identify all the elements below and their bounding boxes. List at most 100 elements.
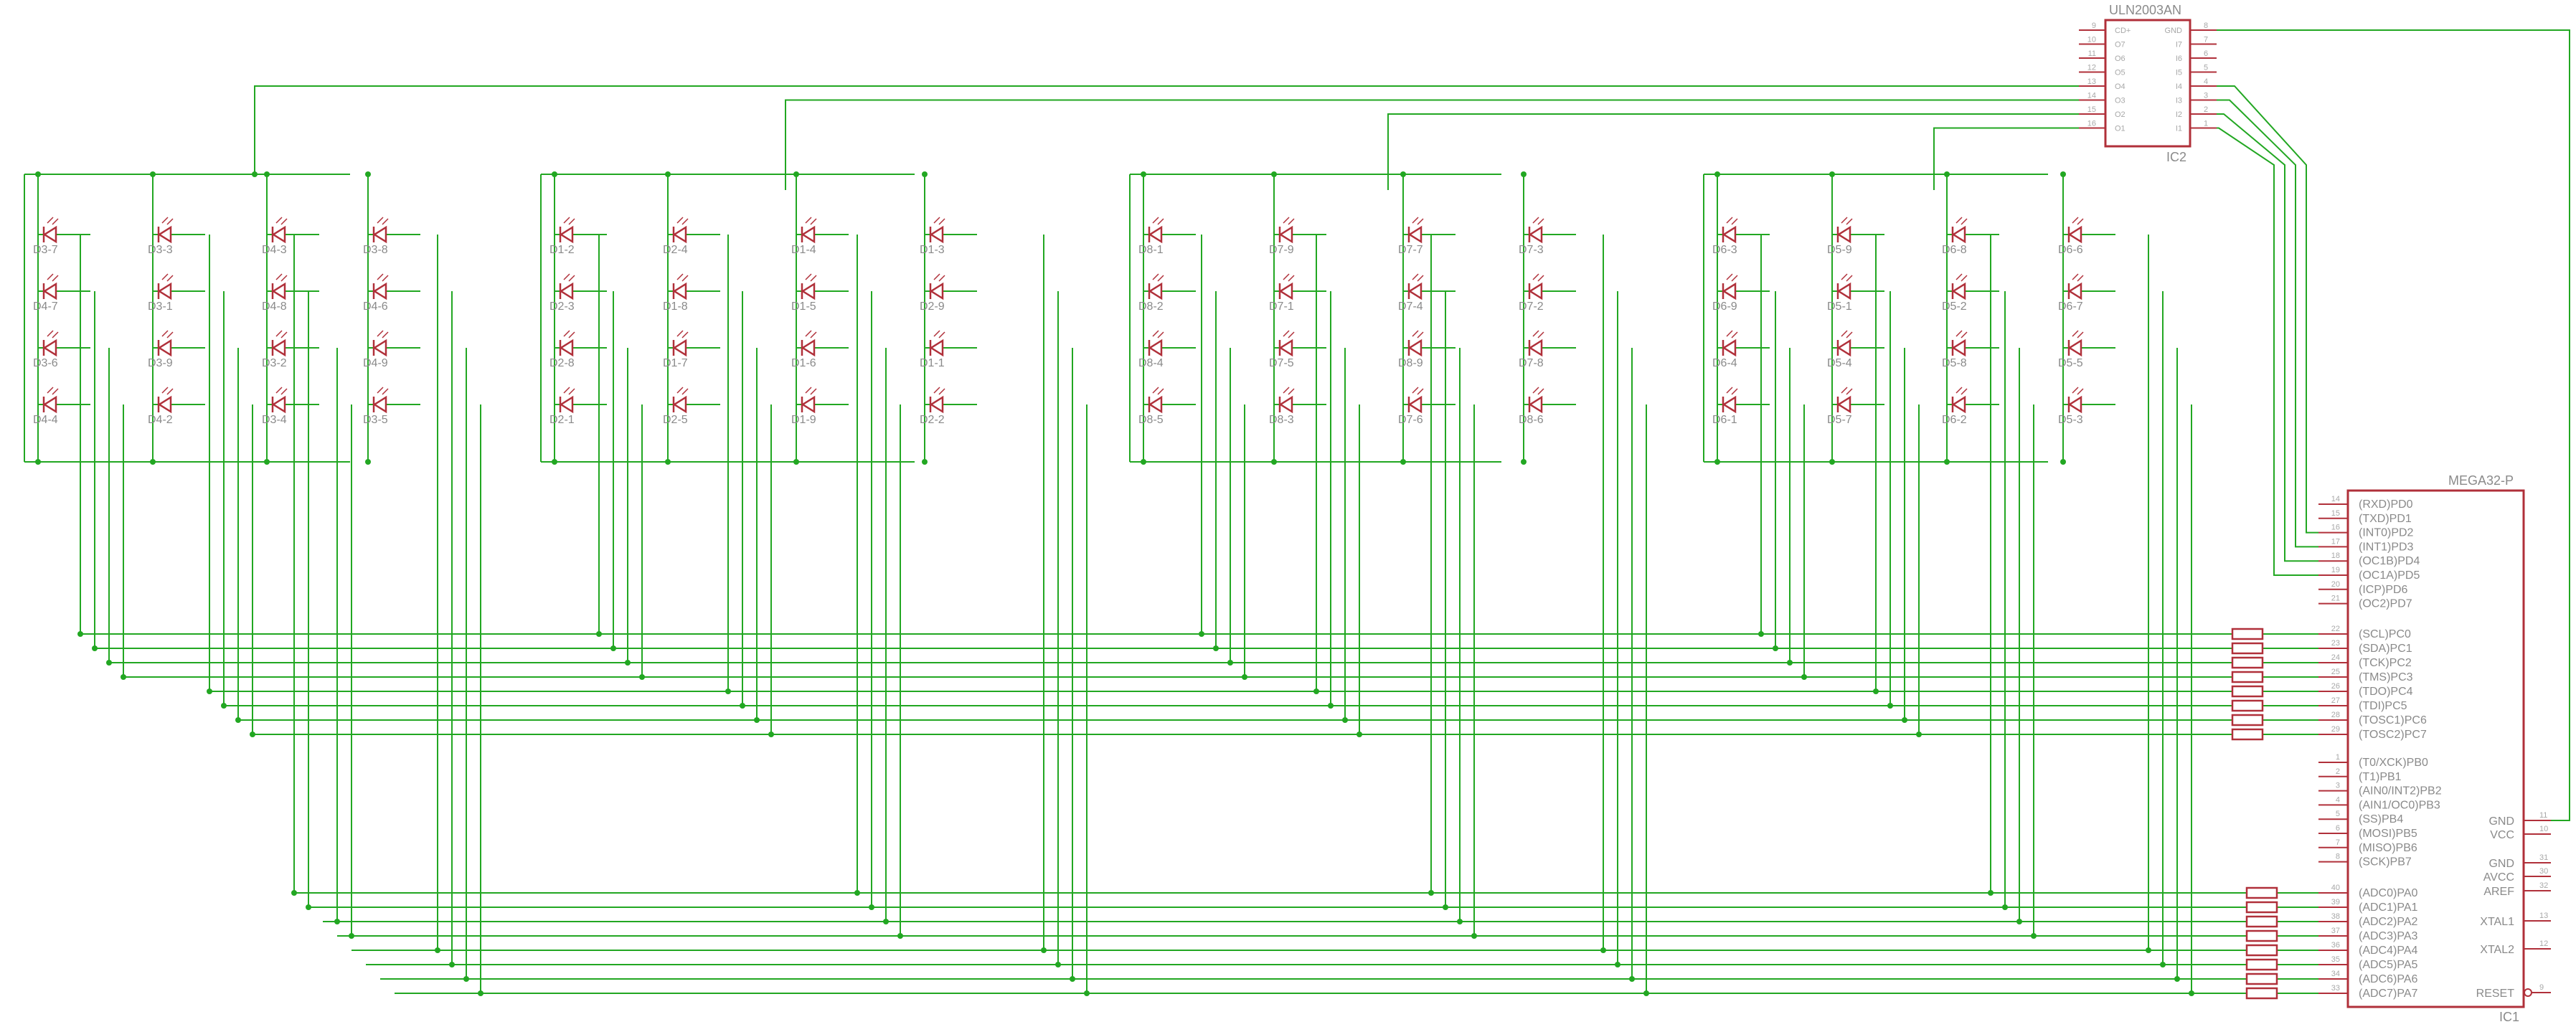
junction-dot [106, 660, 112, 666]
resistor-pc [2231, 642, 2264, 655]
ic1-pin-number: 16 [2331, 524, 2340, 532]
led-body [1836, 282, 1851, 300]
led: D2-5 [663, 387, 689, 426]
led-body [1148, 225, 1163, 244]
led-ray [568, 275, 575, 282]
led-label: D2-8 [549, 357, 575, 369]
junction-dot [596, 631, 602, 637]
ic1-pin-name: (TDO)PC4 [2359, 686, 2413, 698]
ic1-pin-name: (ADC4)PA4 [2359, 945, 2417, 957]
junction-dot [250, 732, 255, 737]
led-ray [47, 387, 54, 394]
resistor-pa [2245, 929, 2278, 942]
led: D3-1 [148, 273, 174, 313]
led-ray [1961, 388, 1968, 395]
junction-dot [1342, 717, 1348, 723]
ic1-mega32p[interactable]: MEGA32-P IC1 14(RXD)PD015(TXD)PD116(INT0… [2318, 473, 2551, 1024]
led-label: D6-8 [1942, 244, 1967, 256]
led-ray [275, 330, 283, 337]
led-ray [938, 331, 945, 339]
led-body [801, 339, 816, 357]
led: D7-5 [1269, 330, 1295, 369]
led: D2-9 [920, 273, 945, 313]
junction-dot [2002, 904, 2008, 910]
led-body [157, 225, 172, 244]
led: D7-4 [1398, 273, 1424, 313]
junction-dot [2016, 919, 2022, 924]
ic1-pin-name: (INT0)PD2 [2359, 527, 2414, 539]
led: D1-3 [920, 217, 945, 256]
led-ray [382, 218, 389, 225]
ic1-right-pins: 11GND10VCC31GND30AVCC32AREF13XTAL112XTAL… [2476, 811, 2551, 1000]
driver-wire [254, 85, 2079, 174]
led-label: D5-4 [1827, 357, 1852, 369]
led-body [271, 395, 286, 414]
led-label: D5-1 [1827, 300, 1852, 313]
ic2-pin-number: 2 [2204, 105, 2208, 114]
led-label: D2-9 [920, 300, 945, 313]
led-label: D2-5 [663, 414, 688, 426]
led: D7-7 [1398, 217, 1424, 256]
led: D1-1 [920, 330, 945, 369]
led-ray [1846, 331, 1853, 339]
ic1-left-pins: 14(RXD)PD015(TXD)PD116(INT0)PD217(INT1)P… [2318, 495, 2442, 1000]
led-label: D8-6 [1519, 414, 1544, 426]
led: D4-9 [363, 330, 389, 369]
led-ray [275, 217, 283, 224]
led-label: D6-7 [2058, 300, 2083, 313]
ic2-pin-name: I3 [2176, 97, 2182, 105]
ic1-pin-number: 1 [2336, 753, 2340, 762]
led-body [672, 282, 687, 300]
led-label: D3-3 [148, 244, 173, 256]
ic2-pin-number: 13 [2087, 77, 2096, 86]
led-ray [568, 331, 575, 339]
led-ray [1955, 273, 1963, 280]
junction-dot [2160, 962, 2166, 967]
junction-dot [264, 171, 270, 177]
junction-dot [1271, 459, 1277, 465]
ic1-pin-name: GND [2488, 858, 2514, 870]
ic2-pin-name: CD+ [2115, 27, 2131, 35]
ic1-pin-name: (OC1A)PD5 [2359, 569, 2420, 582]
led-ray [681, 275, 689, 282]
led-ray [1283, 387, 1290, 394]
led-ray [1726, 387, 1733, 394]
led: D5-4 [1827, 330, 1853, 369]
led-ray [1731, 275, 1738, 282]
led-ray [166, 331, 174, 339]
led-body [157, 339, 172, 357]
led-body [559, 339, 574, 357]
led-ray [166, 388, 174, 395]
resistor-pa [2245, 944, 2278, 957]
led-ray [2072, 273, 2079, 280]
ic2-pin-number: 8 [2204, 22, 2208, 30]
resistor-pc [2231, 628, 2264, 640]
led-ray [810, 388, 817, 395]
led-ray [681, 218, 689, 225]
led-body [559, 282, 574, 300]
ic2-uln2003an[interactable]: ULN2003AN IC2 9CD+10O711O612O513O414O315… [2079, 3, 2217, 164]
pd-wire [2217, 99, 2318, 548]
ic1-pin-name: (ADC7)PA7 [2359, 988, 2417, 1000]
led-ray [676, 330, 684, 337]
led-ray [805, 273, 812, 280]
led-label: D1-3 [920, 244, 945, 256]
led-label: D7-7 [1398, 244, 1423, 256]
junction-dot [365, 459, 371, 465]
ic1-pin-name: (SCL)PC0 [2359, 628, 2411, 640]
ic1-pin-name: (TOSC1)PC6 [2359, 714, 2427, 727]
junction-dot [1873, 688, 1879, 694]
ic1-pin-name: GND [2488, 815, 2514, 828]
junction-dot [1944, 171, 1950, 177]
led-ray [1417, 331, 1424, 339]
led-ray [2077, 275, 2084, 282]
ic1-pin-name: (AIN1/OC0)PB3 [2359, 799, 2440, 811]
junction-dot [610, 645, 616, 651]
led: D8-6 [1519, 387, 1544, 426]
led-body [672, 225, 687, 244]
led-body [1836, 225, 1851, 244]
led-body [372, 339, 387, 357]
